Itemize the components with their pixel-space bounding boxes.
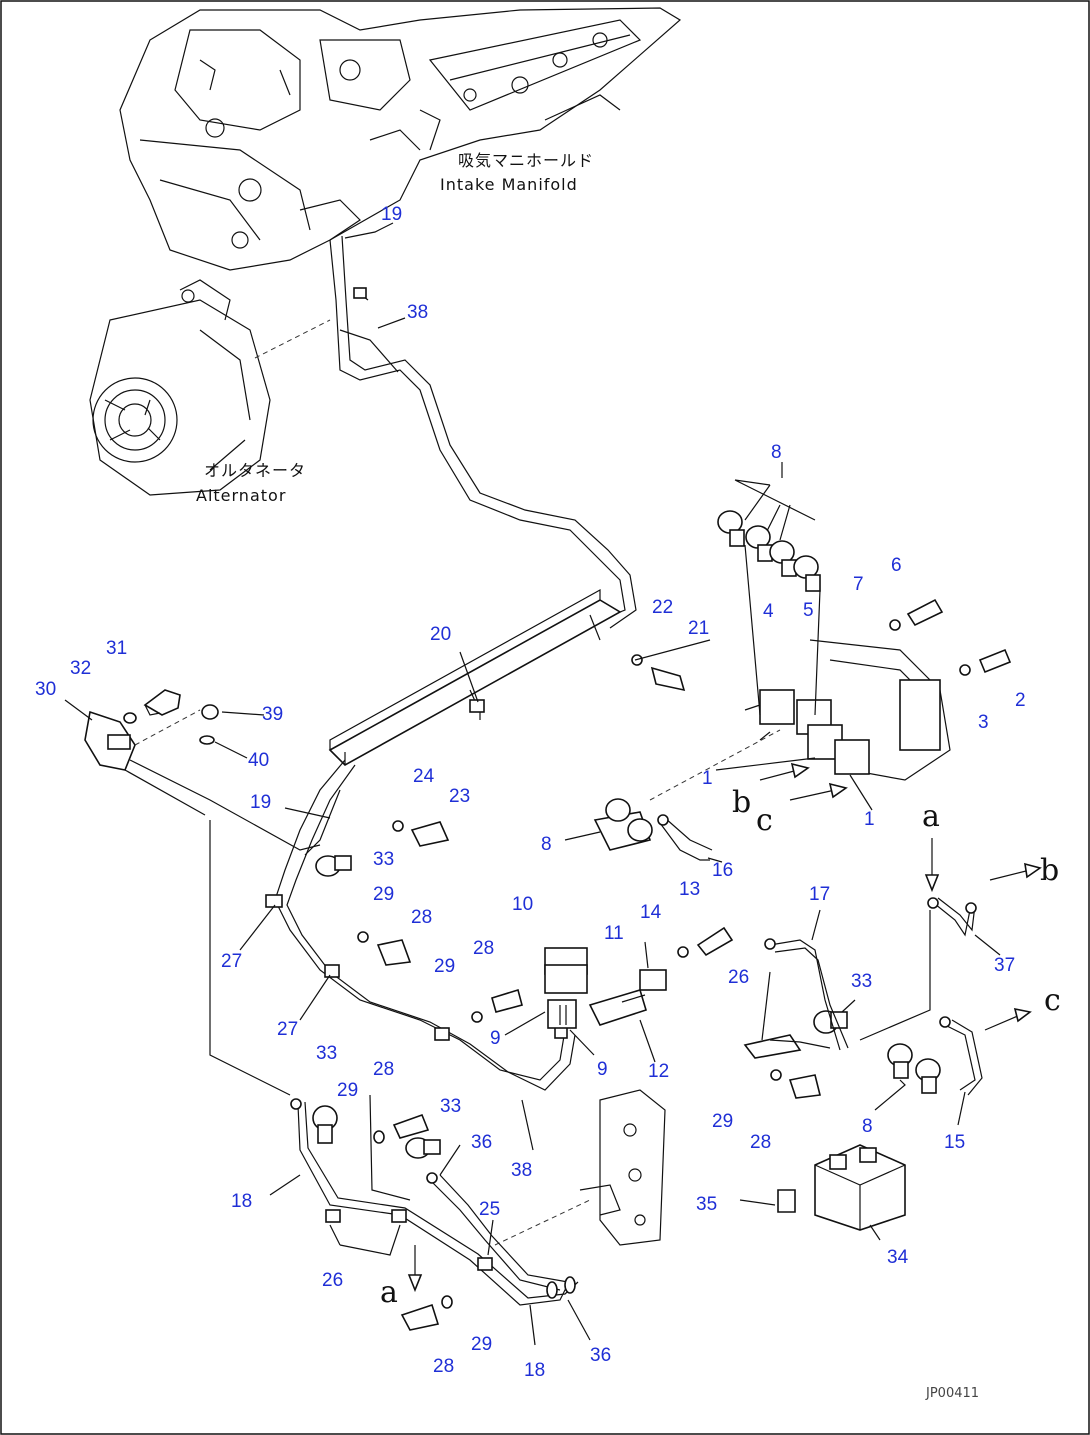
- callout-28a: 28: [411, 907, 432, 928]
- callout-32: 32: [70, 658, 91, 679]
- alternator-drawing: [89, 279, 331, 496]
- cable-37: [927, 897, 977, 937]
- callout-34: 34: [887, 1247, 909, 1268]
- callout-25: 25: [479, 1199, 500, 1220]
- callout-28c: 28: [373, 1059, 394, 1080]
- leader-lines: [64, 222, 1001, 1346]
- callout-1a: 1: [702, 768, 713, 789]
- callout-29c: 29: [337, 1080, 358, 1101]
- ref-letter-a-top: a: [922, 799, 940, 834]
- callout-17: 17: [809, 884, 830, 905]
- callout-27b: 27: [277, 1019, 298, 1040]
- callout-28d: 28: [750, 1132, 771, 1153]
- ref-letter-a-bottom: a: [380, 1275, 398, 1310]
- callout-7: 7: [853, 574, 864, 595]
- callout-9a: 9: [490, 1028, 501, 1049]
- callout-29b: 29: [434, 956, 455, 977]
- callout-26a: 26: [728, 967, 749, 988]
- callout-26b: 26: [322, 1270, 343, 1291]
- callout-29e: 29: [471, 1334, 492, 1355]
- callout-38b: 38: [511, 1160, 532, 1181]
- caps-8-top: [717, 479, 821, 716]
- callout-2: 2: [1015, 690, 1026, 711]
- callout-36b: 36: [590, 1345, 611, 1366]
- connector-30: [84, 709, 321, 1096]
- cable-cover: [328, 588, 622, 766]
- callout-8: 8: [771, 442, 782, 463]
- callout-13: 13: [679, 879, 700, 900]
- callout-4: 4: [763, 601, 774, 622]
- main-harness: [329, 235, 637, 629]
- reference-arrows: [407, 762, 1042, 1293]
- callout-10: 10: [512, 894, 533, 915]
- callout-33d: 33: [440, 1096, 461, 1117]
- block-34: [777, 1144, 906, 1231]
- callout-27a: 27: [221, 951, 242, 972]
- callout-20: 20: [430, 624, 451, 645]
- engine-drawing: [119, 7, 682, 271]
- callout-30: 30: [35, 679, 56, 700]
- callout-11: 11: [604, 923, 624, 944]
- ref-letter-c: c: [756, 803, 773, 838]
- callout-19: 19: [381, 204, 402, 225]
- alternator-label-jp: オルタネータ: [204, 461, 306, 480]
- callout-37: 37: [994, 955, 1015, 976]
- callout-33c: 33: [316, 1043, 337, 1064]
- callout-28b: 28: [473, 938, 494, 959]
- callout-29a: 29: [373, 884, 394, 905]
- callout-39: 39: [262, 704, 283, 725]
- callout-40: 40: [248, 750, 269, 771]
- lower-harness: [265, 699, 576, 1091]
- intake-manifold-label-jp: 吸気マニホールド: [458, 151, 594, 170]
- callout-16: 16: [712, 860, 733, 881]
- callout-9b: 9: [597, 1059, 608, 1080]
- callout-8c: 8: [862, 1116, 873, 1137]
- caps-33: [312, 855, 848, 1159]
- drawing-code: JP00411: [925, 1386, 979, 1401]
- ref-letter-b: b: [732, 785, 751, 820]
- callout-22: 22: [652, 597, 673, 618]
- intake-manifold-label-en: Intake Manifold: [440, 175, 578, 194]
- callout-8b: 8: [541, 834, 552, 855]
- callout-38: 38: [407, 302, 428, 323]
- relay-10: [544, 947, 588, 1029]
- callout-29d: 29: [712, 1111, 733, 1132]
- cable-17: [743, 938, 849, 1059]
- bolt-31-group: [123, 689, 219, 745]
- callout-33a: 33: [373, 849, 394, 870]
- valve-assembly: [744, 639, 951, 781]
- callout-36a: 36: [471, 1132, 492, 1153]
- callout-14: 14: [640, 902, 662, 923]
- callout-33b: 33: [851, 971, 872, 992]
- callout-15: 15: [944, 1132, 965, 1153]
- callout-18b: 18: [524, 1360, 545, 1381]
- alternator-label-en: Alternator: [196, 486, 286, 505]
- callout-19b: 19: [250, 792, 271, 813]
- bolts-washers: [357, 820, 821, 1331]
- callout-18a: 18: [231, 1191, 252, 1212]
- callout-28e: 28: [433, 1356, 454, 1377]
- bolts-valve: [631, 598, 1012, 692]
- callout-6: 6: [891, 555, 902, 576]
- callout-3: 3: [978, 712, 989, 733]
- callout-12: 12: [648, 1061, 669, 1082]
- valve-block-lower: [494, 1089, 666, 1246]
- callout-31: 31: [106, 638, 127, 659]
- callout-23: 23: [449, 786, 470, 807]
- callout-21: 21: [688, 618, 709, 639]
- ref-letter-b-right: b: [1040, 853, 1059, 888]
- ref-letter-c-right: c: [1044, 983, 1061, 1018]
- callout-35: 35: [696, 1194, 717, 1215]
- cable-15: [859, 910, 983, 1096]
- callout-24: 24: [413, 766, 435, 787]
- caps-8-mid: [593, 729, 781, 861]
- callout-1b: 1: [864, 809, 875, 830]
- callouts: 19 38 8 6 7 22 21 4 5 20 31 32 30 39 40 …: [35, 204, 1026, 1381]
- callout-5: 5: [803, 600, 814, 621]
- lower-cables: [290, 1098, 579, 1306]
